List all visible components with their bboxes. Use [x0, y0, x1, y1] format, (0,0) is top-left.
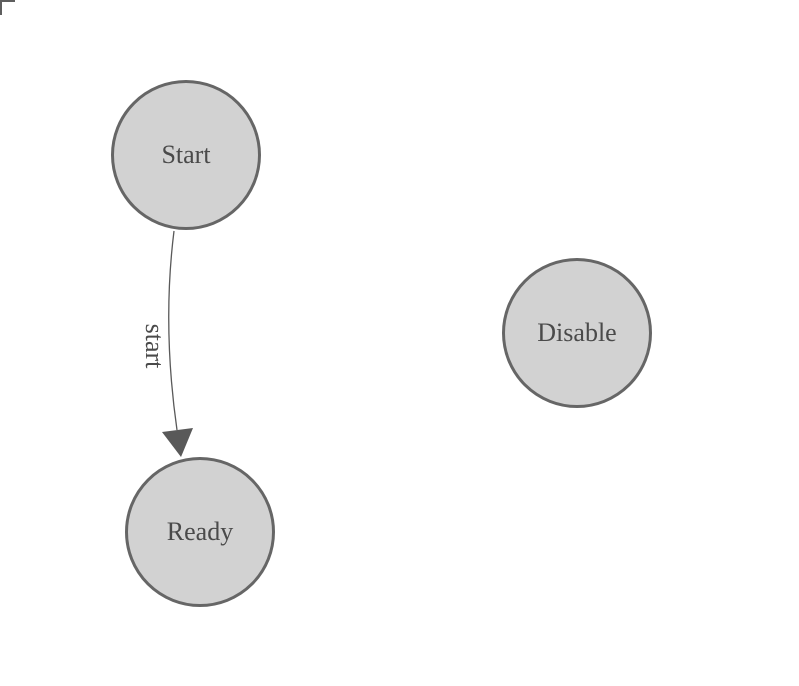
- state-node-start[interactable]: Start: [111, 80, 261, 230]
- state-label-ready: Ready: [166, 517, 234, 546]
- transition-edge-start-ready[interactable]: [168, 230, 178, 431]
- paper-corner-mark: [0, 0, 15, 15]
- state-node-disable[interactable]: Disable: [502, 258, 652, 408]
- transition-label-start[interactable]: start: [140, 323, 169, 369]
- state-label-start: Start: [161, 140, 211, 169]
- state-label-disable: Disable: [537, 318, 617, 347]
- state-node-ready[interactable]: Ready: [125, 457, 275, 607]
- arrowhead-icon: [162, 428, 193, 457]
